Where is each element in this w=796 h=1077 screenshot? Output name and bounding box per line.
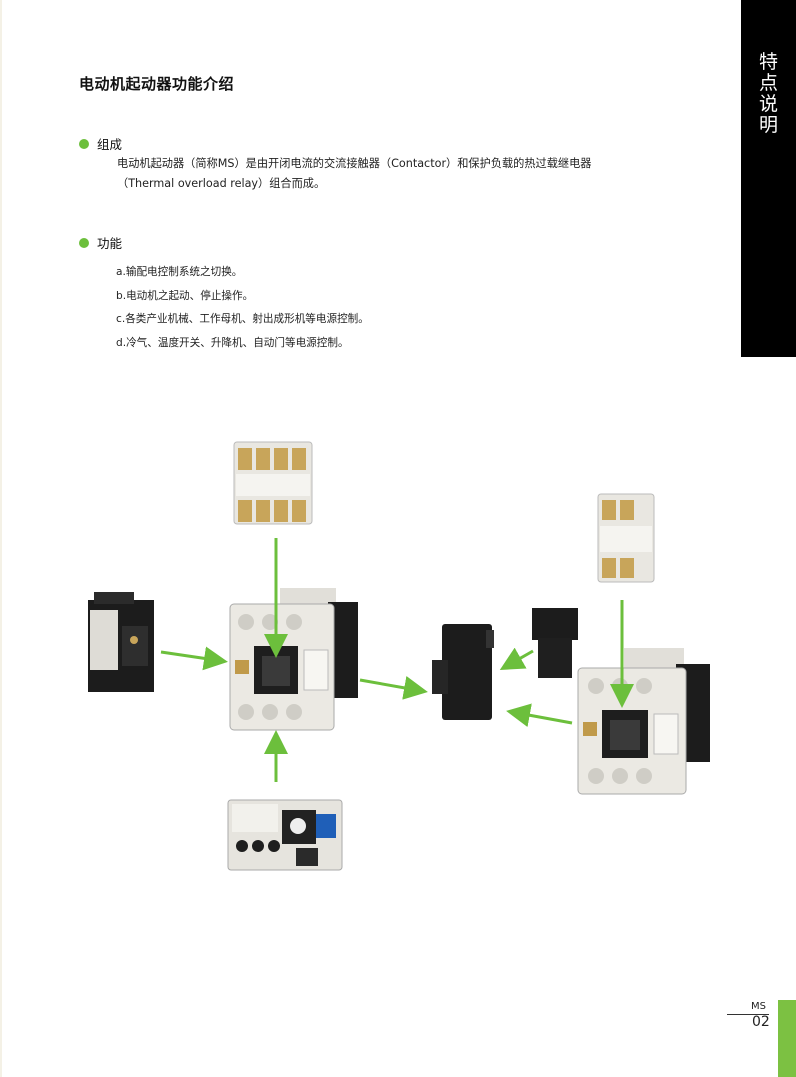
section-side-tab: 特 点 说 明 xyxy=(741,0,796,357)
function-item: b.电动机之起动、停止操作。 xyxy=(116,289,254,302)
arrow xyxy=(160,646,228,671)
composition-section: 组成 xyxy=(79,134,122,153)
page-title: 电动机起动器功能介绍 xyxy=(79,75,235,93)
function-item: a.输配电控制系统之切换。 xyxy=(116,266,243,278)
composition-text: 电动机起动器（简称MS）是由开闭电流的交流接触器（Contactor）和保护负载… xyxy=(117,154,591,194)
bullet-dot xyxy=(79,237,89,248)
left-margin-rule xyxy=(0,0,2,1077)
page-number: 02 xyxy=(752,1014,770,1030)
thermal-overload-relay xyxy=(227,799,343,871)
composition-heading: 组成 xyxy=(97,137,123,152)
side-tab-char: 点 xyxy=(758,72,778,94)
magnetic-contactor-2 xyxy=(577,648,710,795)
arrow xyxy=(499,647,534,670)
side-tab-char: 明 xyxy=(758,114,778,136)
composition-line: （Thermal overload relay）组合而成。 xyxy=(117,177,326,190)
side-tab-char: 特 xyxy=(758,51,778,73)
magnetic-contactor xyxy=(229,588,358,731)
functions-section: 功能 xyxy=(79,233,122,252)
side-auxiliary-contact xyxy=(88,592,154,692)
side-tab-char: 说 xyxy=(758,93,778,115)
footer-code: MS xyxy=(751,1001,766,1012)
auxiliary-contact-block-2pole xyxy=(597,493,655,583)
mechanical-interlock xyxy=(432,624,494,720)
auxiliary-contact-block-4pole xyxy=(233,441,313,525)
side-tab-label: 特 点 说 明 xyxy=(741,52,796,136)
function-item: d.冷气、温度开关、升降机、自动门等电源控制。 xyxy=(116,336,349,349)
bullet-dot xyxy=(79,138,89,149)
functions-list: a.输配电控制系统之切换。 b.电动机之起动、停止操作。 c.各类产业机械、工作… xyxy=(116,261,369,355)
arrow xyxy=(506,703,573,728)
functions-heading: 功能 xyxy=(97,236,123,251)
surge-absorber xyxy=(532,608,578,678)
footer-green-tab xyxy=(778,1000,796,1077)
function-item: c.各类产业机械、工作母机、射出成形机等电源控制。 xyxy=(116,313,369,325)
footer-rule xyxy=(727,1014,769,1015)
composition-line: 电动机起动器（简称MS）是由开闭电流的交流接触器（Contactor）和保护负载… xyxy=(117,157,592,170)
arrow xyxy=(359,676,428,700)
